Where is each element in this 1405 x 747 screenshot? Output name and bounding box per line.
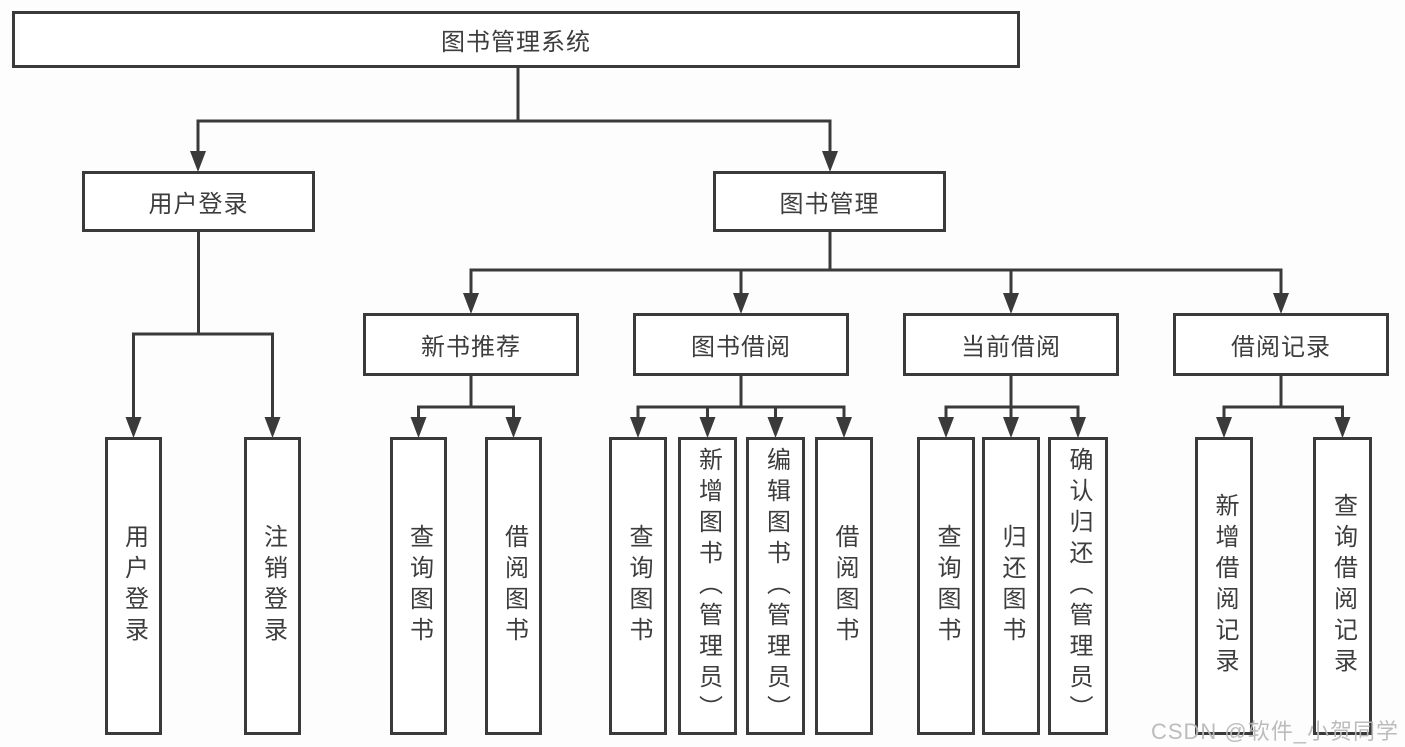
leaf-edit-book-admin: 编辑图书（管理员）	[746, 437, 805, 735]
node-current-borrow: 当前借阅	[903, 313, 1119, 376]
leaf-logout-label: 注销登录	[259, 524, 287, 648]
arrowhead	[630, 417, 852, 438]
arrowhead	[463, 293, 1289, 314]
node-user-login-label: 用户登录	[148, 191, 249, 218]
connector-book-management-children	[463, 232, 1289, 314]
leaf-confirm-return-admin-label: 确认归还（管理员）	[1065, 446, 1092, 726]
node-borrow-records: 借阅记录	[1173, 313, 1389, 376]
node-root-label: 图书管理系统	[441, 29, 591, 56]
arrowhead	[1216, 417, 1351, 438]
leaf-add-borrow-record: 新增借阅记录	[1195, 437, 1253, 735]
leaf-borrow-books: 借阅图书	[815, 437, 873, 735]
arrowhead	[190, 151, 838, 172]
arrowhead	[410, 417, 522, 438]
connector-borrow-records-children	[1216, 376, 1351, 438]
leaf-user-login-label: 用户登录	[120, 524, 148, 648]
connector-book-borrow-children	[630, 376, 852, 438]
leaf-add-borrow-record-label: 新增借阅记录	[1211, 493, 1238, 679]
leaf-borrow-books-label: 借阅图书	[831, 524, 858, 648]
leaf-logout: 注销登录	[244, 437, 301, 735]
node-user-login: 用户登录	[82, 171, 315, 232]
leaf-query-borrow-record-label: 查询借阅记录	[1329, 493, 1357, 679]
connector-current-borrow-children	[938, 376, 1086, 438]
leaf-borrow-books-recommend: 借阅图书	[485, 437, 542, 735]
node-book-management: 图书管理	[713, 171, 946, 232]
arrowhead	[125, 417, 281, 438]
node-book-borrow-label: 图书借阅	[691, 334, 791, 361]
connector-user-login-children	[125, 232, 281, 438]
leaf-query-books-current-label: 查询图书	[933, 524, 960, 648]
leaf-edit-book-admin-label: 编辑图书（管理员）	[762, 446, 790, 726]
connector-new-book-recommend-children	[410, 376, 522, 438]
leaf-query-books-borrow: 查询图书	[609, 437, 667, 735]
leaf-add-book-admin-label: 新增图书（管理员）	[694, 446, 722, 726]
leaf-query-books-recommend: 查询图书	[390, 437, 447, 735]
leaf-query-books-borrow-label: 查询图书	[625, 524, 652, 648]
leaf-borrow-books-recommend-label: 借阅图书	[500, 524, 528, 648]
node-book-management-label: 图书管理	[779, 191, 880, 218]
leaf-confirm-return-admin: 确认归还（管理员）	[1048, 437, 1108, 735]
leaf-return-book: 归还图书	[982, 437, 1040, 735]
connector-root-to-level1	[190, 68, 838, 172]
leaf-return-book-label: 归还图书	[998, 524, 1025, 648]
leaf-query-borrow-record: 查询借阅记录	[1313, 437, 1372, 735]
node-root: 图书管理系统	[12, 11, 1020, 68]
node-book-borrow: 图书借阅	[633, 313, 849, 376]
leaf-add-book-admin: 新增图书（管理员）	[678, 437, 737, 735]
leaf-query-books-recommend-label: 查询图书	[405, 524, 433, 648]
node-borrow-records-label: 借阅记录	[1231, 334, 1331, 361]
csdn-watermark: CSDN @软件_小贺同学	[1150, 719, 1399, 744]
arrowhead	[938, 417, 1086, 438]
node-new-book-recommend-label: 新书推荐	[421, 334, 521, 361]
leaf-user-login: 用户登录	[105, 437, 162, 735]
leaf-query-books-current: 查询图书	[917, 437, 975, 735]
node-new-book-recommend: 新书推荐	[363, 313, 579, 376]
node-current-borrow-label: 当前借阅	[961, 334, 1061, 361]
